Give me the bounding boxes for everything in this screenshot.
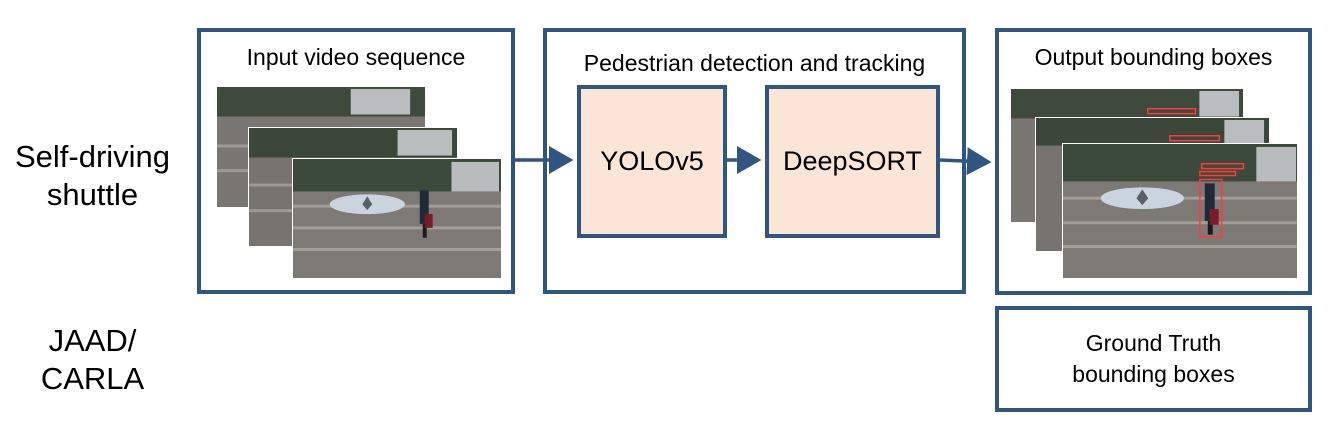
output-frame-3: [1062, 143, 1298, 279]
yolov5-label: YOLOv5: [600, 146, 704, 176]
ground-truth-label: Ground Truth bounding boxes: [1072, 330, 1235, 387]
row-label-self-driving-shuttle: Self-driving shuttle: [14, 139, 171, 212]
pipeline-title: Pedestrian detection and tracking: [583, 50, 926, 76]
arrow-deepsort-to-output: [939, 147, 992, 176]
row-label-jaad-carla: JAAD/ CARLA: [40, 323, 145, 396]
ground-truth-box: Ground Truth bounding boxes: [995, 306, 1312, 412]
input-video-title: Input video sequence: [246, 44, 466, 70]
deepsort-label: DeepSORT: [782, 146, 923, 176]
deepsort-block: DeepSORT: [765, 85, 940, 238]
output-title: Output bounding boxes: [1034, 44, 1273, 70]
yolov5-block: YOLOv5: [577, 85, 727, 238]
input-frame-3: [292, 158, 502, 279]
